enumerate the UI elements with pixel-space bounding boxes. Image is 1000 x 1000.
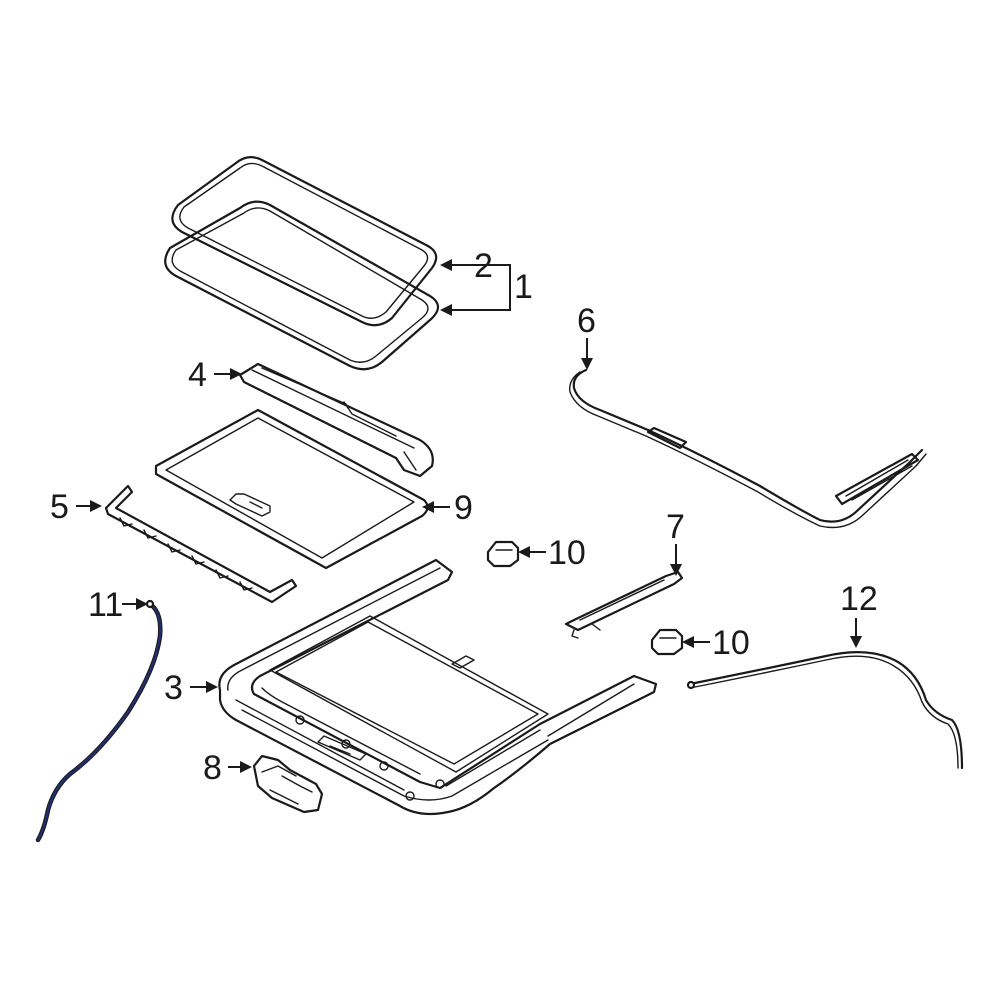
- drive-cable-left[interactable]: [569, 368, 927, 529]
- callout-12: 12: [840, 580, 878, 618]
- leader-8: [228, 761, 252, 773]
- glass-seal-lower[interactable]: [164, 200, 440, 371]
- callout-10-upper: 10: [548, 534, 586, 572]
- callout-2: 2: [474, 247, 493, 285]
- callout-4: 4: [188, 356, 207, 394]
- leader-7: [670, 544, 682, 576]
- leader-6: [581, 338, 593, 370]
- callout-11: 11: [88, 586, 123, 624]
- glass-seal-upper[interactable]: [171, 156, 438, 327]
- leader-10b: [682, 636, 710, 648]
- callout-6: 6: [577, 302, 596, 340]
- callout-9: 9: [454, 489, 473, 527]
- drain-hose-front[interactable]: [35, 599, 163, 843]
- callout-10-lower: 10: [712, 624, 750, 662]
- callout-5: 5: [50, 488, 69, 526]
- guide-bracket[interactable]: [564, 570, 684, 639]
- leader-2: [440, 259, 498, 271]
- leader-3: [190, 681, 218, 693]
- leader-9: [422, 501, 450, 513]
- leader-10a: [518, 546, 546, 558]
- leader-12: [850, 618, 862, 648]
- callout-1: 1: [514, 268, 533, 306]
- callout-8: 8: [203, 749, 222, 787]
- clip-upper[interactable]: [486, 540, 520, 568]
- leader-11: [122, 598, 148, 610]
- leader-5: [76, 500, 102, 512]
- callout-3: 3: [164, 669, 183, 707]
- wind-deflector[interactable]: [238, 362, 434, 478]
- sunroof-frame[interactable]: [218, 558, 658, 816]
- callout-7: 7: [666, 508, 685, 546]
- leader-1: [440, 264, 511, 316]
- drain-hose-rear[interactable]: [686, 651, 964, 770]
- sunroof-motor[interactable]: [252, 754, 324, 814]
- sunshade-panel[interactable]: [154, 408, 429, 570]
- clip-lower[interactable]: [650, 628, 684, 656]
- leader-4: [214, 368, 242, 380]
- rear-rail-strip[interactable]: [104, 484, 298, 604]
